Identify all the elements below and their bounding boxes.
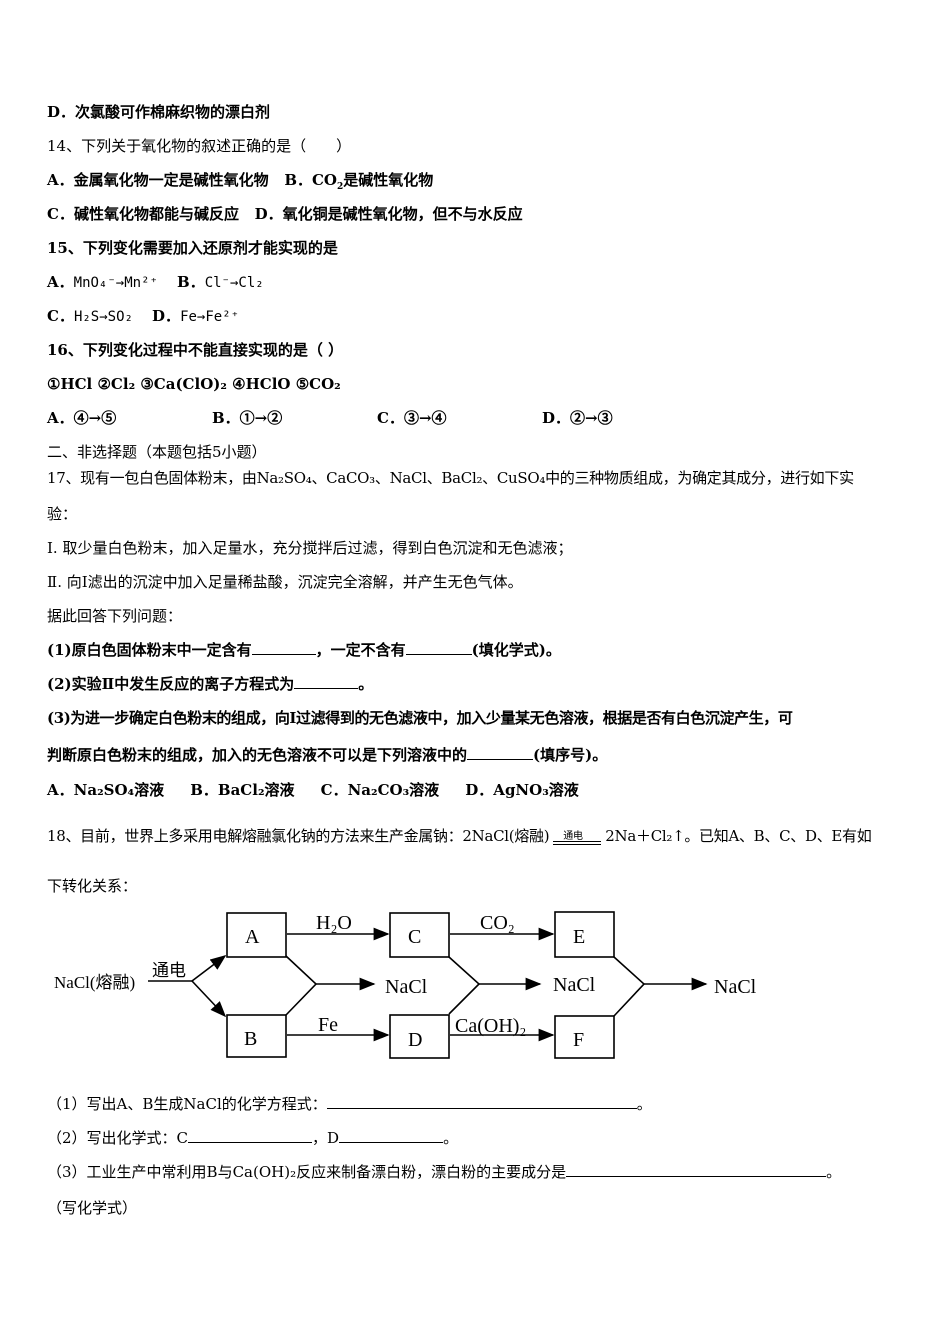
- answer-blank[interactable]: [326, 1094, 637, 1109]
- q17-step-1: Ⅰ. 取少量白色粉末，加入足量水，充分搅拌后过滤，得到白色沉淀和无色滤液；: [47, 539, 573, 557]
- q17-part-2: (2)实验Ⅱ中发生反应的离子方程式为。: [47, 674, 374, 693]
- q14-option-d: D．氧化铜是碱性氧化物，但不与水反应: [254, 205, 523, 223]
- answer-blank[interactable]: [566, 1162, 827, 1177]
- diagram-start-condition: 通电: [152, 961, 186, 980]
- q18-stem: 18、目前，世界上多采用电解熔融氯化钠的方法来生产金属钠：2NaCl(熔融) 通…: [47, 827, 872, 845]
- q18-part-3: （3）工业生产中常利用B与Ca(OH)₂反应来制备漂白粉，漂白粉的主要成分是。: [47, 1162, 842, 1181]
- q13-option-d: D．次氯酸可作棉麻织物的漂白剂: [47, 103, 271, 121]
- q15-option-b: Cl⁻→Cl₂: [204, 275, 264, 291]
- q17-step-2: Ⅱ. 向Ⅰ滤出的沉淀中加入足量稀盐酸，沉淀完全溶解，并产生无色气体。: [47, 573, 523, 591]
- box-e: [554, 911, 615, 958]
- q15-option-a: MnO₄⁻→Mn²⁺: [73, 275, 158, 291]
- q17-part-3-cont: 判断原白色粉末的组成，加入的无色溶液不可以是下列溶液中的(填序号)。: [47, 745, 608, 764]
- q17-stem-cont: 验：: [47, 505, 78, 523]
- conversion-diagram: NaCl(熔融) 通电 A B C D E F H₂O CO₂ Fe Ca(OH…: [54, 911, 757, 1059]
- reagent-a-to-c: H₂O: [316, 912, 352, 934]
- q14-option-b: B．CO2是碱性氧化物: [284, 171, 434, 192]
- q18-part-2: （2）写出化学式：C，D。: [47, 1128, 459, 1147]
- label-c: C: [408, 926, 421, 948]
- q17-option-a: A．Na₂SO₄溶液: [47, 781, 165, 799]
- reagent-c-to-e: CO₂: [480, 912, 515, 934]
- section-heading: 二、非选择题（本题包括5小题）: [47, 443, 267, 461]
- q17-stem: 17、现有一包白色固体粉末，由Na₂SO₄、CaCO₃、NaCl、BaCl₂、C…: [47, 469, 854, 487]
- q17-part-3: (3)为进一步确定白色粉末的组成，向Ⅰ过滤得到的无色滤液中，加入少量某无色溶液，…: [47, 709, 793, 727]
- answer-blank[interactable]: [294, 674, 359, 689]
- answer-blank[interactable]: [339, 1128, 444, 1143]
- q17-options: A．Na₂SO₄溶液 B．BaCl₂溶液 C．Na₂CO₃溶液 D．AgNO₃溶…: [47, 780, 579, 800]
- q17-option-b: B．BaCl₂溶液: [190, 781, 295, 799]
- q17-intro: 据此回答下列问题：: [47, 607, 183, 625]
- q16-stem: 16、下列变化过程中不能直接实现的是（ ）: [47, 341, 344, 359]
- q15-stem: 15、下列变化需要加入还原剂才能实现的是: [47, 239, 338, 257]
- box-b: [226, 1014, 287, 1058]
- box-c: [389, 912, 450, 958]
- q17-part-1: (1)原白色固体粉末中一定含有，一定不含有(填化学式)。: [47, 640, 561, 659]
- q17-option-d: D．AgNO₃溶液: [465, 781, 579, 799]
- reagent-b-to-d: Fe: [318, 1014, 338, 1036]
- box-a: [226, 912, 287, 958]
- answer-blank[interactable]: [251, 640, 316, 655]
- answer-blank[interactable]: [188, 1128, 313, 1143]
- answer-blank[interactable]: [405, 640, 472, 655]
- product-nacl: NaCl: [553, 974, 596, 996]
- label-e: E: [573, 926, 585, 948]
- q14-stem: 14、下列关于氧化物的叙述正确的是（ ）: [47, 137, 352, 155]
- q14-options-cd: C．碱性氧化物都能与碱反应 D．氧化铜是碱性氧化物，但不与水反应: [47, 204, 523, 224]
- q18-part-1: （1）写出A、B生成NaCl的化学方程式：。: [47, 1094, 652, 1113]
- answer-blank[interactable]: [467, 745, 534, 760]
- q16-option-b: B．①→②: [212, 409, 283, 427]
- q15-option-d: Fe→Fe²⁺: [180, 309, 240, 325]
- reagent-d-to-f: Ca(OH)₂: [455, 1015, 526, 1037]
- label-a: A: [245, 926, 260, 948]
- q14-option-c: C．碱性氧化物都能与碱反应: [47, 205, 239, 223]
- q16-option-d: D．②→③: [542, 409, 613, 427]
- q16-items: ①HCl ②Cl₂ ③Ca(ClO)₂ ④HClO ⑤CO₂: [47, 375, 341, 393]
- product-nacl: NaCl: [385, 976, 428, 998]
- label-d: D: [408, 1029, 422, 1051]
- q17-option-c: C．Na₂CO₃溶液: [320, 781, 440, 799]
- box-f: [554, 1015, 615, 1059]
- q14-option-a: A．金属氧化物一定是碱性氧化物: [47, 171, 269, 189]
- product-nacl: NaCl: [714, 976, 757, 998]
- q15-option-c: H₂S→SO₂: [73, 309, 133, 325]
- label-f: F: [573, 1029, 584, 1051]
- diagram-start: NaCl(熔融): [54, 973, 135, 992]
- q16-option-c: C．③→④: [377, 409, 447, 427]
- q16-option-a: A．④→⑤: [47, 409, 117, 427]
- q18-part-3-note: （写化学式）: [47, 1199, 138, 1217]
- label-b: B: [244, 1028, 257, 1050]
- reaction-condition: 通电: [563, 831, 583, 842]
- q14-options-ab: A．金属氧化物一定是碱性氧化物 B．CO2是碱性氧化物: [47, 170, 434, 192]
- q15-options-cd: C．H₂S→SO₂ D．Fe→Fe²⁺: [47, 307, 240, 325]
- q18-stem-cont: 下转化关系：: [47, 877, 138, 895]
- box-d: [389, 1014, 450, 1059]
- q15-options-ab: A．MnO₄⁻→Mn²⁺ B．Cl⁻→Cl₂: [47, 273, 264, 291]
